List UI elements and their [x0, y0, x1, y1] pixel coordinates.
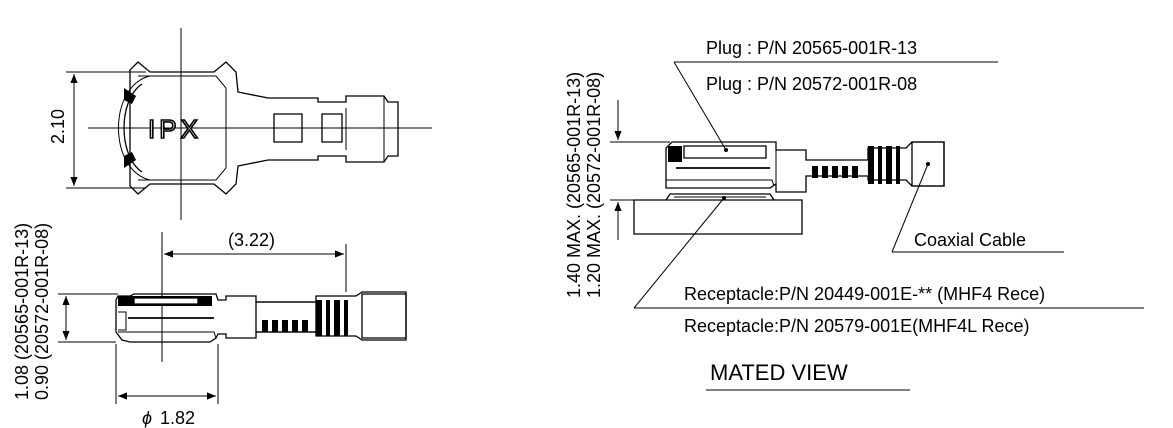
side-view-lower-lip: [118, 332, 216, 338]
cable-leader-line: [892, 164, 928, 252]
cable-label: Coaxial Cable: [914, 230, 1026, 250]
plug-leader-line: [674, 62, 726, 150]
plug-label-1: Plug : P/N 20565-001R-13: [706, 38, 917, 58]
top-view-inner-outline: [138, 76, 226, 180]
side-view-top-window: [134, 298, 198, 304]
mated-view-receptacle-top: [666, 194, 774, 200]
top-view-width-dim: 2.10: [48, 109, 68, 144]
top-view-crescent: [119, 76, 151, 180]
side-view-crimp: [256, 300, 348, 336]
top-view-crescent-tab-top: [124, 88, 136, 104]
top-view-crescent-inner: [124, 84, 142, 172]
mated-view: 1.40 MAX. (20565-001R-13) 1.20 MAX. (205…: [564, 38, 1144, 390]
top-view-crescent-tab-bottom: [124, 152, 136, 168]
mated-view-cable: [912, 142, 944, 186]
mated-view-receptacle-base: [634, 200, 802, 234]
mated-view-plug-lip: [666, 180, 774, 186]
side-view-diameter-value: 1.82: [160, 408, 195, 428]
mated-view-crimp: [812, 146, 900, 184]
mated-view-height-dim-2: 1.20 MAX. (20572-001R-08): [584, 72, 604, 298]
side-view-length-dim: (3.22): [228, 230, 275, 250]
mated-view-title: MATED VIEW: [710, 360, 848, 385]
top-view-window-1: [274, 114, 302, 142]
receptacle-label-1: Receptacle:P/N 20449-001E-** (MHF4 Rece): [684, 284, 1045, 304]
side-view-notch: [118, 312, 126, 330]
side-view-height-dim-1: 1.08 (20565-001R-13): [12, 223, 32, 400]
receptacle-label-2: Receptacle:P/N 20579-001E(MHF4L Rece): [684, 316, 1030, 336]
top-view: IPX 2.10: [48, 28, 432, 220]
top-view-brand-mark: IPX: [148, 114, 202, 144]
receptacle-leader-dot: [722, 196, 726, 200]
mated-view-plug-window: [684, 146, 766, 158]
mated-view-height-dim-1: 1.40 MAX. (20565-001R-13): [564, 72, 584, 298]
plug-label-2: Plug : P/N 20572-001R-08: [706, 74, 917, 94]
top-view-window-2: [322, 114, 342, 142]
side-view-cable: [362, 294, 406, 338]
mated-view-plug-strip: [668, 146, 682, 162]
plug-leader-dot: [724, 148, 728, 152]
side-view-height-dim-2: 0.90 (20572-001R-08): [32, 223, 52, 400]
cable-leader-dot: [926, 162, 930, 166]
side-view: (3.22) ϕ 1.82 1.08: [12, 223, 406, 428]
side-view-diameter-symbol: ϕ: [142, 408, 152, 428]
receptacle-leader-line: [634, 198, 724, 308]
